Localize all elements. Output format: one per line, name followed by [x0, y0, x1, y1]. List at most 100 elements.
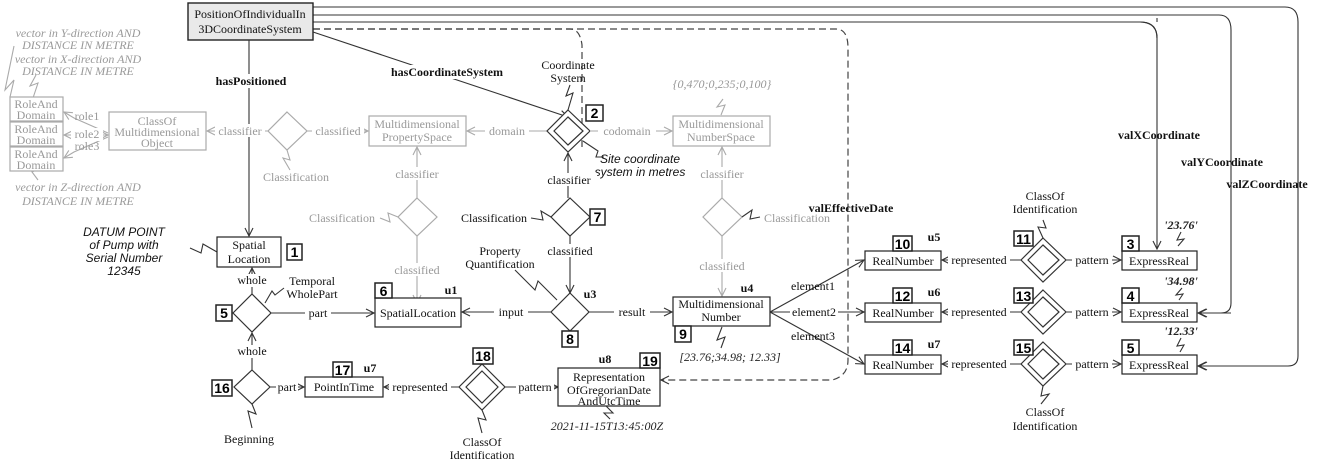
- svg-text:Identification: Identification: [1013, 202, 1078, 216]
- grey-notes: vector in Y-direction AND DISTANCE IN ME…: [4, 26, 142, 208]
- svg-text:RealNumber: RealNumber: [872, 306, 933, 320]
- svg-text:RealNumber: RealNumber: [872, 358, 933, 372]
- svg-text:u3: u3: [584, 287, 597, 301]
- svg-text:ClassOf: ClassOf: [1026, 405, 1065, 419]
- valZCoordinate-label: valZCoordinate: [1226, 177, 1308, 191]
- classification-diamond-grey-3[interactable]: [702, 197, 743, 237]
- spatial-location-u1-node[interactable]: SpatialLocation: [374, 297, 462, 328]
- svg-text:vector in Y-direction AND: vector in Y-direction AND: [16, 26, 141, 40]
- classification-diamond-grey-2[interactable]: [397, 197, 438, 237]
- svg-text:input: input: [499, 305, 524, 319]
- temporal-wholepart-diamond[interactable]: [232, 293, 272, 333]
- svg-text:Quantification: Quantification: [465, 257, 534, 271]
- x-value: '23.76': [1164, 218, 1198, 232]
- svg-text:classifier: classifier: [395, 167, 438, 181]
- svg-text:domain: domain: [489, 124, 525, 138]
- valEffectiveDate-label: valEffectiveDate: [809, 201, 894, 215]
- real-number-node-12[interactable]: RealNumber: [864, 302, 942, 323]
- svg-text:DATUM POINT: DATUM POINT: [83, 225, 166, 239]
- svg-text:DISTANCE IN METRE: DISTANCE IN METRE: [21, 38, 134, 52]
- valZCoordinate-edge: [313, 6, 1299, 366]
- svg-text:1: 1: [291, 244, 299, 260]
- svg-text:System: System: [550, 71, 586, 85]
- svg-text:Site coordinate: Site coordinate: [600, 152, 680, 166]
- svg-text:Identification: Identification: [450, 448, 515, 462]
- svg-text:represented: represented: [951, 305, 1006, 319]
- role-and-domain-1[interactable]: RoleAnd Domain: [9, 96, 64, 122]
- svg-text:ExpressReal: ExpressReal: [1129, 306, 1190, 320]
- point-in-time-node[interactable]: PointInTime: [304, 376, 384, 398]
- svg-text:Domain: Domain: [17, 108, 56, 122]
- svg-text:u6: u6: [928, 285, 941, 299]
- svg-text:Identification: Identification: [1013, 419, 1078, 433]
- svg-text:pattern: pattern: [1075, 253, 1108, 267]
- svg-text:codomain: codomain: [603, 124, 650, 138]
- real-number-node-10[interactable]: RealNumber: [864, 250, 942, 271]
- svg-text:Temporal: Temporal: [289, 274, 335, 288]
- svg-text:role1: role1: [75, 109, 100, 123]
- svg-text:10: 10: [895, 236, 911, 252]
- svg-text:6: 6: [380, 283, 388, 299]
- svg-text:17: 17: [335, 362, 351, 378]
- svg-text:PropertySpace: PropertySpace: [382, 130, 452, 144]
- express-real-node-3[interactable]: ExpressReal: [1121, 250, 1198, 271]
- svg-text:part: part: [278, 380, 297, 394]
- class-of-identification-diamond-11[interactable]: [1020, 237, 1067, 283]
- svg-text:part: part: [309, 306, 328, 320]
- svg-text:element3: element3: [791, 329, 835, 343]
- svg-text:19: 19: [642, 353, 658, 369]
- svg-text:13: 13: [1016, 288, 1032, 304]
- svg-text:Spatial: Spatial: [232, 238, 266, 252]
- svg-text:RoleAnd: RoleAnd: [14, 122, 57, 136]
- spatial-location-node[interactable]: Spatial Location: [216, 236, 282, 268]
- svg-text:AndUtcTime: AndUtcTime: [578, 394, 641, 408]
- svg-text:Classification: Classification: [764, 211, 830, 225]
- svg-text:element1: element1: [791, 279, 835, 293]
- svg-text:classifier: classifier: [700, 167, 743, 181]
- classification-diamond-grey-1[interactable]: [267, 111, 308, 151]
- svg-text:RealNumber: RealNumber: [872, 254, 933, 268]
- express-real-node-4[interactable]: ExpressReal: [1121, 302, 1198, 323]
- multidimensional-property-space[interactable]: Multidimensional PropertySpace: [368, 115, 467, 147]
- class-of-identification-diamond-18[interactable]: [458, 363, 506, 411]
- svg-text:ExpressReal: ExpressReal: [1129, 358, 1190, 372]
- svg-text:ClassOf: ClassOf: [1026, 189, 1065, 203]
- svg-text:DISTANCE IN METRE: DISTANCE IN METRE: [21, 194, 134, 208]
- root-node[interactable]: PositionOfIndividualIn 3DCoordinateSyste…: [187, 2, 314, 41]
- svg-text:12: 12: [895, 288, 911, 304]
- svg-text:u4: u4: [741, 281, 754, 295]
- svg-text:12345: 12345: [107, 264, 141, 278]
- express-real-node-5[interactable]: ExpressReal: [1121, 354, 1198, 375]
- hasCoordinateSystem-label: hasCoordinateSystem: [391, 65, 503, 79]
- svg-text:pattern: pattern: [1075, 357, 1108, 371]
- svg-text:represented: represented: [951, 357, 1006, 371]
- coordinate-system-diamond[interactable]: [546, 109, 591, 153]
- svg-text:classified: classified: [315, 124, 360, 138]
- svg-text:11: 11: [1016, 231, 1031, 247]
- role-and-domain-3[interactable]: RoleAnd Domain: [9, 146, 64, 172]
- class-of-multidimensional-object[interactable]: ClassOf Multidimensional Object: [108, 111, 207, 151]
- valXCoordinate-label: valXCoordinate: [1118, 128, 1201, 142]
- multidimensional-number-node[interactable]: Multidimensional Number: [672, 296, 771, 327]
- svg-text:Number: Number: [701, 310, 740, 324]
- multidimensional-number-space[interactable]: Multidimensional NumberSpace: [672, 115, 771, 147]
- svg-text:classified: classified: [547, 244, 592, 258]
- svg-text:Multidimensional: Multidimensional: [678, 117, 764, 131]
- svg-text:7: 7: [594, 209, 602, 225]
- svg-text:vector in X-direction AND: vector in X-direction AND: [15, 52, 142, 66]
- role-and-domain-2[interactable]: RoleAnd Domain: [9, 121, 64, 147]
- svg-text:represented: represented: [392, 380, 447, 394]
- svg-text:Object: Object: [141, 136, 174, 150]
- beginning-diamond[interactable]: [233, 369, 271, 405]
- real-number-node-14[interactable]: RealNumber: [864, 354, 942, 375]
- svg-text:Beginning: Beginning: [224, 432, 274, 446]
- svg-text:18: 18: [475, 348, 491, 364]
- svg-text:role2: role2: [75, 127, 100, 141]
- representation-gregorian-node[interactable]: Representation OfGregorianDate AndUtcTim…: [557, 367, 661, 408]
- svg-text:Classification: Classification: [263, 170, 329, 184]
- svg-text:u7: u7: [364, 361, 377, 375]
- svg-text:represented: represented: [951, 253, 1006, 267]
- classification-diamond-7[interactable]: [550, 197, 591, 237]
- svg-text:Representation: Representation: [573, 370, 645, 384]
